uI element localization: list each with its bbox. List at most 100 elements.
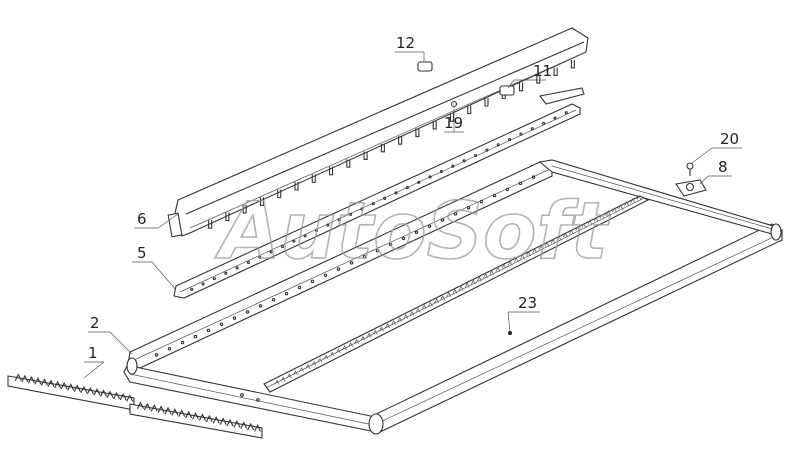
middle-rail-tooth	[379, 326, 384, 332]
callout-leaders	[83, 51, 742, 379]
callout-5: 5	[137, 244, 147, 262]
cover-bar-tooth	[259, 197, 265, 206]
middle-rail-tooth	[501, 263, 507, 269]
callout-8: 8	[718, 158, 728, 176]
middle-rail-tooth	[299, 367, 304, 373]
strip-hole	[269, 250, 273, 254]
cover-bar-tooth	[311, 174, 316, 183]
callout-23: 23	[518, 294, 537, 312]
middle-rail-tooth	[372, 329, 378, 335]
middle-rail-tooth	[471, 279, 476, 285]
part-6-cover-bar	[167, 27, 589, 238]
section-tooth	[178, 409, 186, 417]
section-tooth	[219, 417, 227, 425]
callout-20: 20	[720, 130, 739, 148]
section-tooth	[47, 379, 55, 387]
part-8-bracket	[675, 179, 707, 197]
middle-rail-tooth	[458, 285, 464, 291]
part-23-frame	[123, 159, 783, 435]
section-tooth	[73, 384, 81, 392]
middle-rail-tooth	[360, 335, 366, 341]
callout-19: 19	[444, 114, 463, 132]
cover-bar-tooth	[432, 120, 437, 130]
section-tooth	[67, 383, 75, 391]
section-tooth	[21, 374, 29, 383]
rail-hole	[297, 285, 302, 290]
section-tooth	[185, 410, 193, 419]
rail-hole	[310, 279, 315, 284]
section-tooth	[86, 386, 94, 395]
section-tooth	[247, 422, 255, 431]
rail-hole	[271, 297, 276, 302]
middle-rail-tooth	[415, 307, 421, 313]
section-tooth	[54, 380, 62, 389]
strip-hole	[280, 244, 285, 249]
cover-bar-tooth	[536, 75, 541, 84]
section-tooth	[100, 389, 107, 397]
rail-hole	[206, 328, 211, 333]
cover-bar-tooth	[225, 212, 230, 222]
part-2-holes	[154, 175, 536, 357]
section-tooth	[212, 416, 220, 424]
middle-rail-tooth	[526, 251, 531, 257]
middle-rail-tooth	[593, 216, 599, 222]
strip-hole	[519, 132, 523, 136]
middle-rail-tooth	[434, 298, 439, 304]
strip-hole	[349, 212, 353, 216]
strip-hole	[530, 127, 534, 131]
section-tooth	[205, 414, 213, 423]
middle-rail-tooth	[311, 360, 317, 366]
strip-hole	[201, 282, 205, 286]
strip-hole	[405, 186, 409, 190]
middle-rail-tooth	[605, 210, 611, 216]
section-tooth	[41, 378, 48, 386]
callout-6: 6	[137, 210, 147, 228]
middle-rail-tooth	[630, 197, 636, 203]
section-tooth	[143, 402, 151, 411]
middle-rail-tooth	[317, 357, 323, 363]
section-tooth	[27, 375, 35, 384]
rail-hole	[232, 316, 237, 320]
strip-hole	[553, 116, 557, 120]
cover-bar-tooth	[294, 182, 299, 191]
part-11-plate	[499, 85, 515, 96]
strip-hole	[235, 266, 239, 270]
part-1-right-section	[129, 401, 263, 439]
strip-hole	[428, 175, 432, 179]
strip-hole	[451, 164, 455, 168]
rail-hole	[258, 304, 263, 308]
middle-rail-tooth	[323, 354, 329, 360]
middle-rail-tooth	[489, 269, 495, 275]
part-5-knife-strip	[173, 87, 585, 299]
section-tooth	[106, 390, 114, 398]
middle-rail-tooth	[636, 194, 642, 200]
strip-hole	[258, 255, 262, 259]
middle-rail-tooth	[280, 376, 286, 382]
callout-12: 12	[396, 34, 415, 52]
rail-hole	[336, 267, 341, 271]
callout-23-dot	[508, 331, 512, 335]
cover-bar-tooth	[553, 67, 558, 77]
middle-rail-tooth	[403, 313, 409, 319]
rail-hole	[492, 193, 497, 198]
cover-bar-tooth	[570, 59, 575, 69]
section-tooth	[240, 421, 248, 429]
strip-hole	[394, 191, 398, 195]
middle-rail-tooth	[575, 226, 580, 232]
rail-hole	[362, 255, 367, 259]
middle-rail-tooth	[446, 291, 452, 297]
strip-hole	[485, 148, 489, 152]
rail-hole	[531, 175, 536, 179]
rail-hole	[219, 322, 224, 327]
middle-rail-tooth	[507, 260, 513, 266]
rail-hole	[180, 340, 185, 345]
front-right-end-cap	[368, 413, 384, 435]
middle-rail-tooth	[385, 323, 390, 329]
strip-hole	[371, 202, 375, 206]
middle-rail-tooth	[520, 254, 525, 260]
middle-rail-tooth	[409, 310, 415, 316]
rail-hole	[466, 205, 471, 210]
cover-bar-tooth	[518, 82, 524, 92]
front-left-end-cap	[126, 357, 138, 375]
part-1-left-section	[7, 373, 135, 411]
